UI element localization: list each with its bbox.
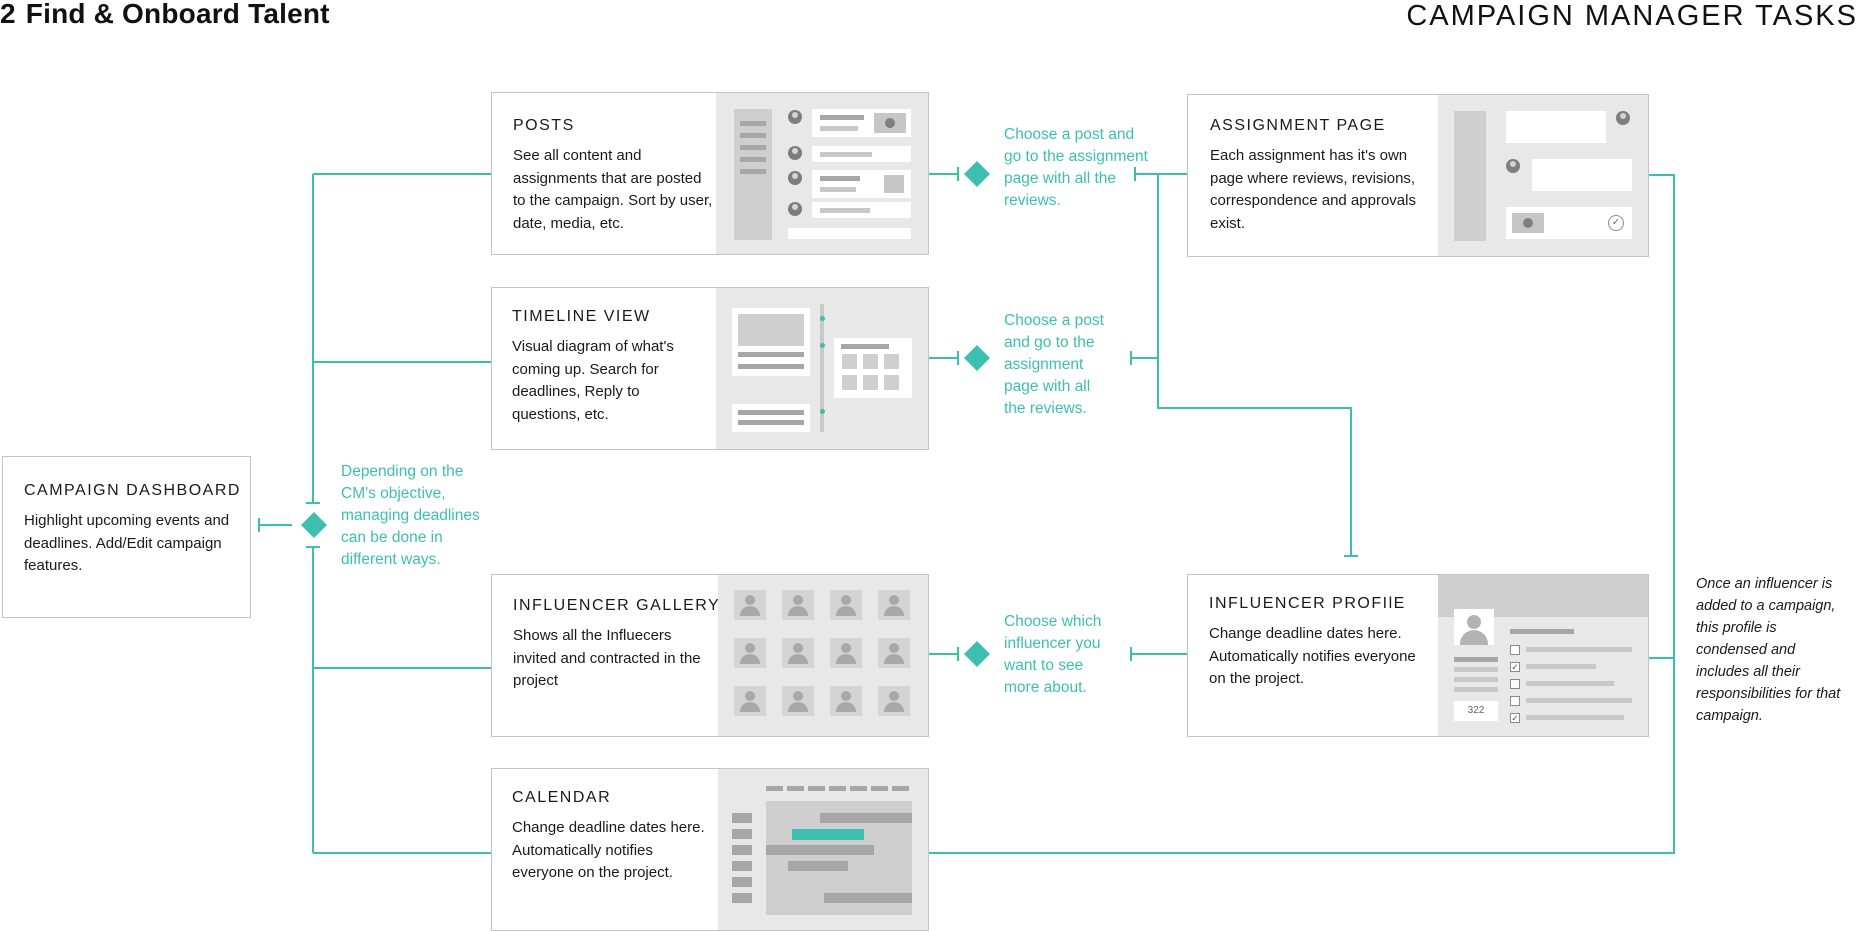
section-title: Find & Onboard Talent	[25, 0, 330, 29]
gallery-thumbnail	[718, 575, 928, 736]
timeline-thumbnail	[716, 288, 928, 449]
person-icon	[830, 590, 862, 620]
profile-count-badge: 322	[1454, 701, 1498, 721]
category-label: CAMPAIGN MANAGER TASKS	[1406, 0, 1858, 32]
posts-card[interactable]: POSTS See all content and assignments th…	[491, 92, 929, 255]
person-icon	[734, 638, 766, 668]
campaign-dashboard-description: Highlight upcoming events and deadlines.…	[24, 512, 230, 574]
influencer-profile-title: INFLUENCER PROFIlE	[1209, 595, 1406, 612]
video-play-icon	[1512, 213, 1544, 233]
campaign-dashboard-title: CAMPAIGN DASHBOARD	[24, 482, 241, 499]
avatar-icon	[788, 171, 802, 185]
branch-note: Depending on the CM's objective, managin…	[341, 463, 480, 568]
person-icon	[830, 638, 862, 668]
influencer-profile-description: Change deadline dates here. Automaticall…	[1209, 625, 1416, 687]
calendar-thumbnail	[718, 769, 928, 930]
avatar-icon	[788, 110, 802, 124]
avatar-icon	[1506, 159, 1520, 173]
posts-choice-note: Choose a post and go to the assignment p…	[1004, 126, 1148, 209]
decision-diamond-timeline	[964, 345, 990, 371]
checkbox-checked-icon: ✓	[1510, 713, 1520, 723]
calendar-card[interactable]: CALENDAR Change deadline dates here. Aut…	[491, 768, 929, 931]
condensed-profile-annotation: Once an influencer is added to a campaig…	[1696, 576, 1841, 724]
timeline-choice-note: Choose a post and go to the assignment p…	[1004, 312, 1104, 417]
timeline-view-card[interactable]: TIMELINE VIEW Visual diagram of what's c…	[491, 287, 929, 450]
profile-count: 322	[1467, 705, 1485, 716]
checkbox-icon	[1510, 679, 1520, 689]
decision-diamond-gallery	[964, 641, 990, 667]
person-icon	[830, 686, 862, 716]
person-icon	[734, 590, 766, 620]
calendar-description: Change deadline dates here. Automaticall…	[512, 819, 705, 881]
influencer-gallery-description: Shows all the Influecers invited and con…	[513, 627, 701, 689]
video-play-icon	[874, 113, 906, 133]
assignment-page-description: Each assignment has it's own page where …	[1210, 147, 1416, 232]
person-icon	[782, 638, 814, 668]
influencer-profile-card[interactable]: INFLUENCER PROFIlE Change deadline dates…	[1187, 574, 1649, 737]
checkbox-icon	[1510, 696, 1520, 706]
person-icon	[878, 590, 910, 620]
timeline-view-description: Visual diagram of what's coming up. Sear…	[512, 338, 674, 423]
decision-diamond-branch	[301, 512, 327, 538]
person-icon	[782, 590, 814, 620]
calendar-title: CALENDAR	[512, 789, 612, 806]
page-title: 2 Find & Onboard Talent	[0, 0, 330, 30]
assignment-page-card[interactable]: ASSIGNMENT PAGE Each assignment has it's…	[1187, 94, 1649, 257]
gallery-choice-note: Choose which influencer you want to see …	[1004, 613, 1102, 696]
avatar-icon	[1616, 111, 1630, 125]
decision-diamond-posts	[964, 161, 990, 187]
profile-thumbnail: 322 ✓ ✓	[1438, 575, 1648, 736]
person-icon	[878, 686, 910, 716]
influencer-gallery-title: INFLUENCER GALLERY	[513, 597, 721, 614]
checkbox-icon	[1510, 645, 1520, 655]
campaign-dashboard-card[interactable]: CAMPAIGN DASHBOARD Highlight upcoming ev…	[2, 456, 251, 618]
posts-title: POSTS	[513, 117, 575, 134]
timeline-view-title: TIMELINE VIEW	[512, 308, 651, 325]
person-icon	[734, 686, 766, 716]
checkbox-checked-icon: ✓	[1510, 662, 1520, 672]
posts-description: See all content and assignments that are…	[513, 147, 713, 232]
person-icon	[878, 638, 910, 668]
posts-thumbnail	[716, 93, 928, 254]
avatar-icon	[788, 202, 802, 216]
connector-mid-trunk	[1157, 174, 1352, 556]
assignment-page-title: ASSIGNMENT PAGE	[1210, 117, 1386, 134]
assignment-thumbnail: ✓	[1438, 95, 1648, 256]
avatar-icon	[788, 146, 802, 160]
influencer-gallery-card[interactable]: INFLUENCER GALLERY Shows all the Influec…	[491, 574, 929, 737]
person-icon	[782, 686, 814, 716]
connector-right-loop	[929, 174, 1675, 854]
section-number: 2	[0, 0, 16, 29]
profile-avatar	[1454, 609, 1494, 645]
checkmark-icon: ✓	[1608, 215, 1624, 231]
